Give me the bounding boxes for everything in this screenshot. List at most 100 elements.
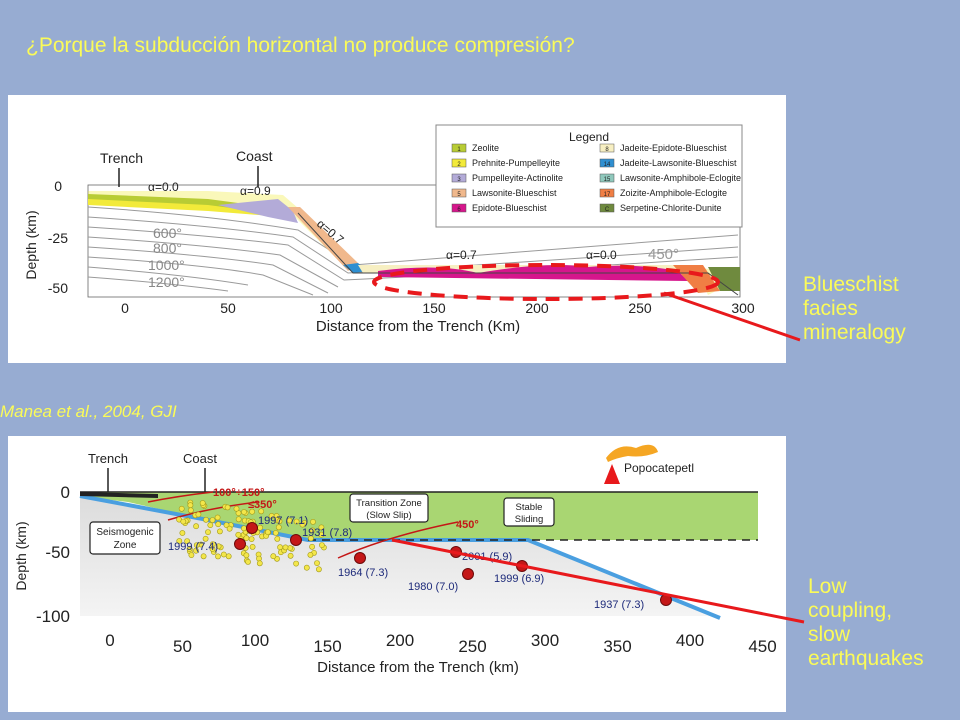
seismicity-dot: [243, 535, 250, 541]
legend-swatch: [599, 143, 615, 153]
bottom-xtick: 350: [603, 637, 631, 656]
bottom-ytick: -50: [45, 543, 70, 562]
seismicity-dot: [200, 553, 207, 560]
seismicity-dot: [223, 522, 230, 528]
seismicity-dot: [286, 517, 293, 524]
seismicity-dot: [209, 541, 216, 547]
bottom-ylabel: Depth (km): [13, 521, 29, 590]
seismicity-dot: [270, 553, 277, 560]
seismicity-dot: [309, 527, 316, 534]
angle-label: α=0.0: [148, 180, 179, 194]
bottom-ytick: 0: [61, 483, 70, 502]
seismicity-dot: [293, 518, 300, 525]
seismicity-dot: [215, 521, 222, 528]
earthquake-marker: [354, 552, 366, 564]
earthquake-label: 1964 (7.3): [338, 567, 388, 579]
seismicity-dot: [187, 507, 194, 514]
legend-title: Legend: [569, 130, 609, 144]
legend-item-label: Serpetine-Chlorite-Dunite: [620, 203, 722, 213]
top-ytick: 0: [54, 178, 62, 194]
seismicity-dot: [235, 531, 242, 538]
seismicity-dot: [282, 544, 289, 551]
lawsonite-layer: [288, 207, 358, 271]
seismicity-dot: [307, 535, 314, 542]
legend-swatch: [451, 158, 467, 168]
top-figure-svg: Trench Coast α=0.0 α=0.9 α=0.7 α=0.7 α=0…: [23, 124, 755, 335]
seismicity-dot: [199, 500, 206, 506]
seismogenic-label-2: Zone: [114, 540, 137, 551]
angle-label: α=0.7: [446, 248, 477, 262]
legend-item-label: Jadeite-Epidote-Blueschist: [620, 143, 727, 153]
seismicity-dot: [258, 508, 265, 515]
seismicity-dot: [235, 516, 242, 523]
bottom-xtick: 200: [386, 631, 414, 650]
seismicity-dot: [224, 504, 231, 511]
temp-label: ≤350°: [248, 499, 277, 511]
legend-swatch: [599, 158, 615, 168]
seismicity-dot: [195, 511, 202, 518]
seismicity-dot: [309, 543, 315, 550]
legend-item-label: Jadeite-Lawsonite-Blueschist: [620, 158, 737, 168]
earthquake-marker: [450, 546, 462, 558]
seismicity-dot: [207, 522, 214, 528]
seismicity-dot: [318, 542, 325, 548]
seismicity-dot: [176, 538, 183, 544]
bottom-figure-svg: Trench Coast Popocatepetl Seismogenic Zo…: [13, 444, 777, 676]
legend-item-label: Lawsonite-Blueschist: [472, 188, 557, 198]
transition-label-1: Transition Zone: [356, 498, 422, 509]
seismicity-dot: [179, 530, 186, 536]
seismicity-dot: [193, 542, 200, 548]
top-ytick: -25: [48, 230, 68, 246]
bottom-xtick: 300: [531, 631, 559, 650]
seismicity-dot: [209, 517, 216, 523]
seismicity-dot: [315, 566, 322, 573]
legend-number: 8: [605, 147, 609, 153]
seismicity-dot: [249, 544, 256, 550]
seismicity-dots: [176, 499, 327, 573]
seismicity-dot: [178, 505, 185, 512]
legend-number: 3: [457, 177, 461, 183]
volcano-icon: [604, 464, 620, 484]
legend-item-label: Prehnite-Pumpelleyite: [472, 158, 560, 168]
seismicity-figure: Trench Coast Popocatepetl Seismogenic Zo…: [8, 436, 786, 712]
seismicity-dot: [303, 564, 310, 571]
seismicity-dot: [214, 514, 221, 521]
seismicity-dot: [264, 529, 271, 535]
slide-title: ¿Porque la subducción horizontal no prod…: [26, 34, 575, 57]
isotherm-label: 800°: [153, 240, 182, 256]
top-xtick: 150: [422, 300, 446, 316]
top-xtick: 300: [731, 300, 755, 316]
earthquake-label: 2001 (5.9): [462, 551, 512, 563]
callout-blueschist: Blueschist facies mineralogy: [803, 273, 906, 344]
seismicity-dot: [318, 531, 325, 538]
seismicity-dot: [216, 528, 223, 535]
legend-swatch: [599, 188, 615, 198]
seismicity-dot: [226, 525, 233, 532]
legend-number: 14: [604, 162, 611, 168]
legend-item-label: Epidote-Blueschist: [472, 203, 547, 213]
callout-slow-earthquakes: Low coupling, slow earthquakes: [808, 575, 924, 670]
legend-item-label: Zoizite-Amphibole-Eclogite: [620, 188, 727, 198]
bottom-xtick: 100: [241, 631, 269, 650]
trench-wedge: [80, 492, 158, 498]
legend-swatch: [451, 203, 467, 213]
bottom-xtick: 450: [748, 637, 776, 656]
volcano-label: Popocatepetl: [624, 461, 694, 475]
top-xtick: 0: [121, 300, 129, 316]
seismicity-dot: [272, 530, 279, 536]
legend-number: 15: [604, 177, 611, 183]
seismicity-dot: [193, 523, 199, 530]
seismicity-dot: [205, 529, 211, 535]
earthquake-label: 1999 (7.4): [168, 541, 218, 553]
legend-number: 17: [604, 192, 611, 198]
top-xtick: 50: [220, 300, 236, 316]
coast-label: Coast: [183, 451, 217, 466]
legend-swatch: [451, 173, 467, 183]
plume-icon: [606, 444, 658, 462]
seismicity-dot: [256, 560, 263, 567]
seismicity-dot: [240, 525, 247, 532]
legend-swatch: [451, 188, 467, 198]
legend-item-label: Lawsonite-Amphibole-Eclogite: [620, 173, 741, 183]
